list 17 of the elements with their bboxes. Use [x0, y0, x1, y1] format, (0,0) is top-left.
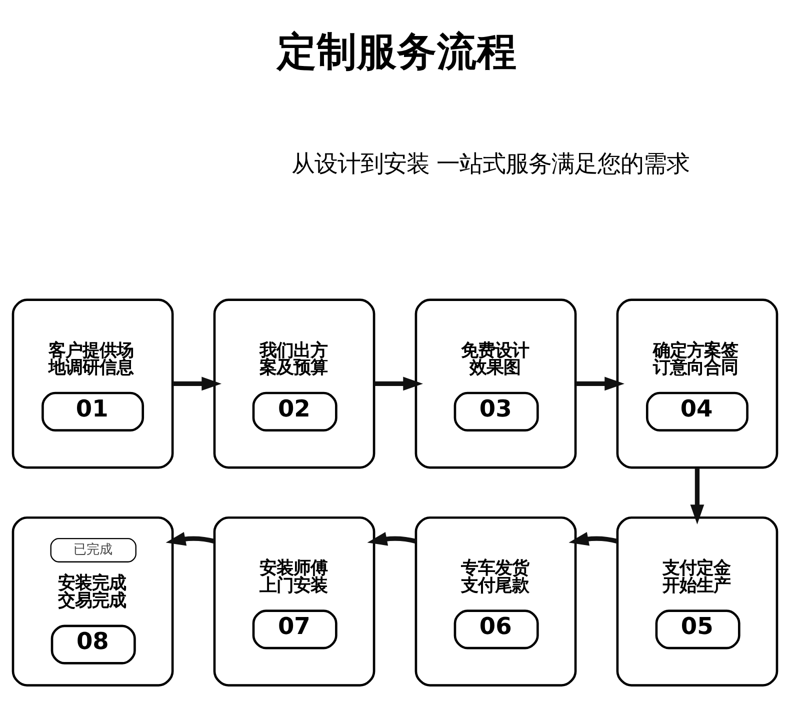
node-box: 安装师傅上门安装 07 [213, 516, 376, 686]
arrow [576, 376, 624, 390]
node-box: 我们出方案及预算 02 [213, 298, 376, 468]
node-box: 专车发货支付尾款 06 [414, 516, 577, 686]
node-box: 客户提供场地调研信息 01 [12, 298, 174, 468]
node-box: 支付定金开始生产 05 [616, 516, 778, 686]
node-box: 免费设计效果图 03 [414, 298, 577, 468]
arrow [374, 376, 423, 390]
arrow [172, 376, 222, 390]
arrow [568, 532, 618, 546]
diagram-title: 定制服务流程 [276, 28, 517, 74]
arrow [367, 532, 416, 546]
label: 从设计到安装 一站式服务满足您的需求 [291, 150, 690, 178]
node-box: 已完成 安装完成交易完成 08 [12, 516, 174, 686]
node-box: 确定方案签订意向合同 04 [616, 298, 778, 468]
arrow [166, 532, 216, 546]
arrow [690, 467, 704, 524]
